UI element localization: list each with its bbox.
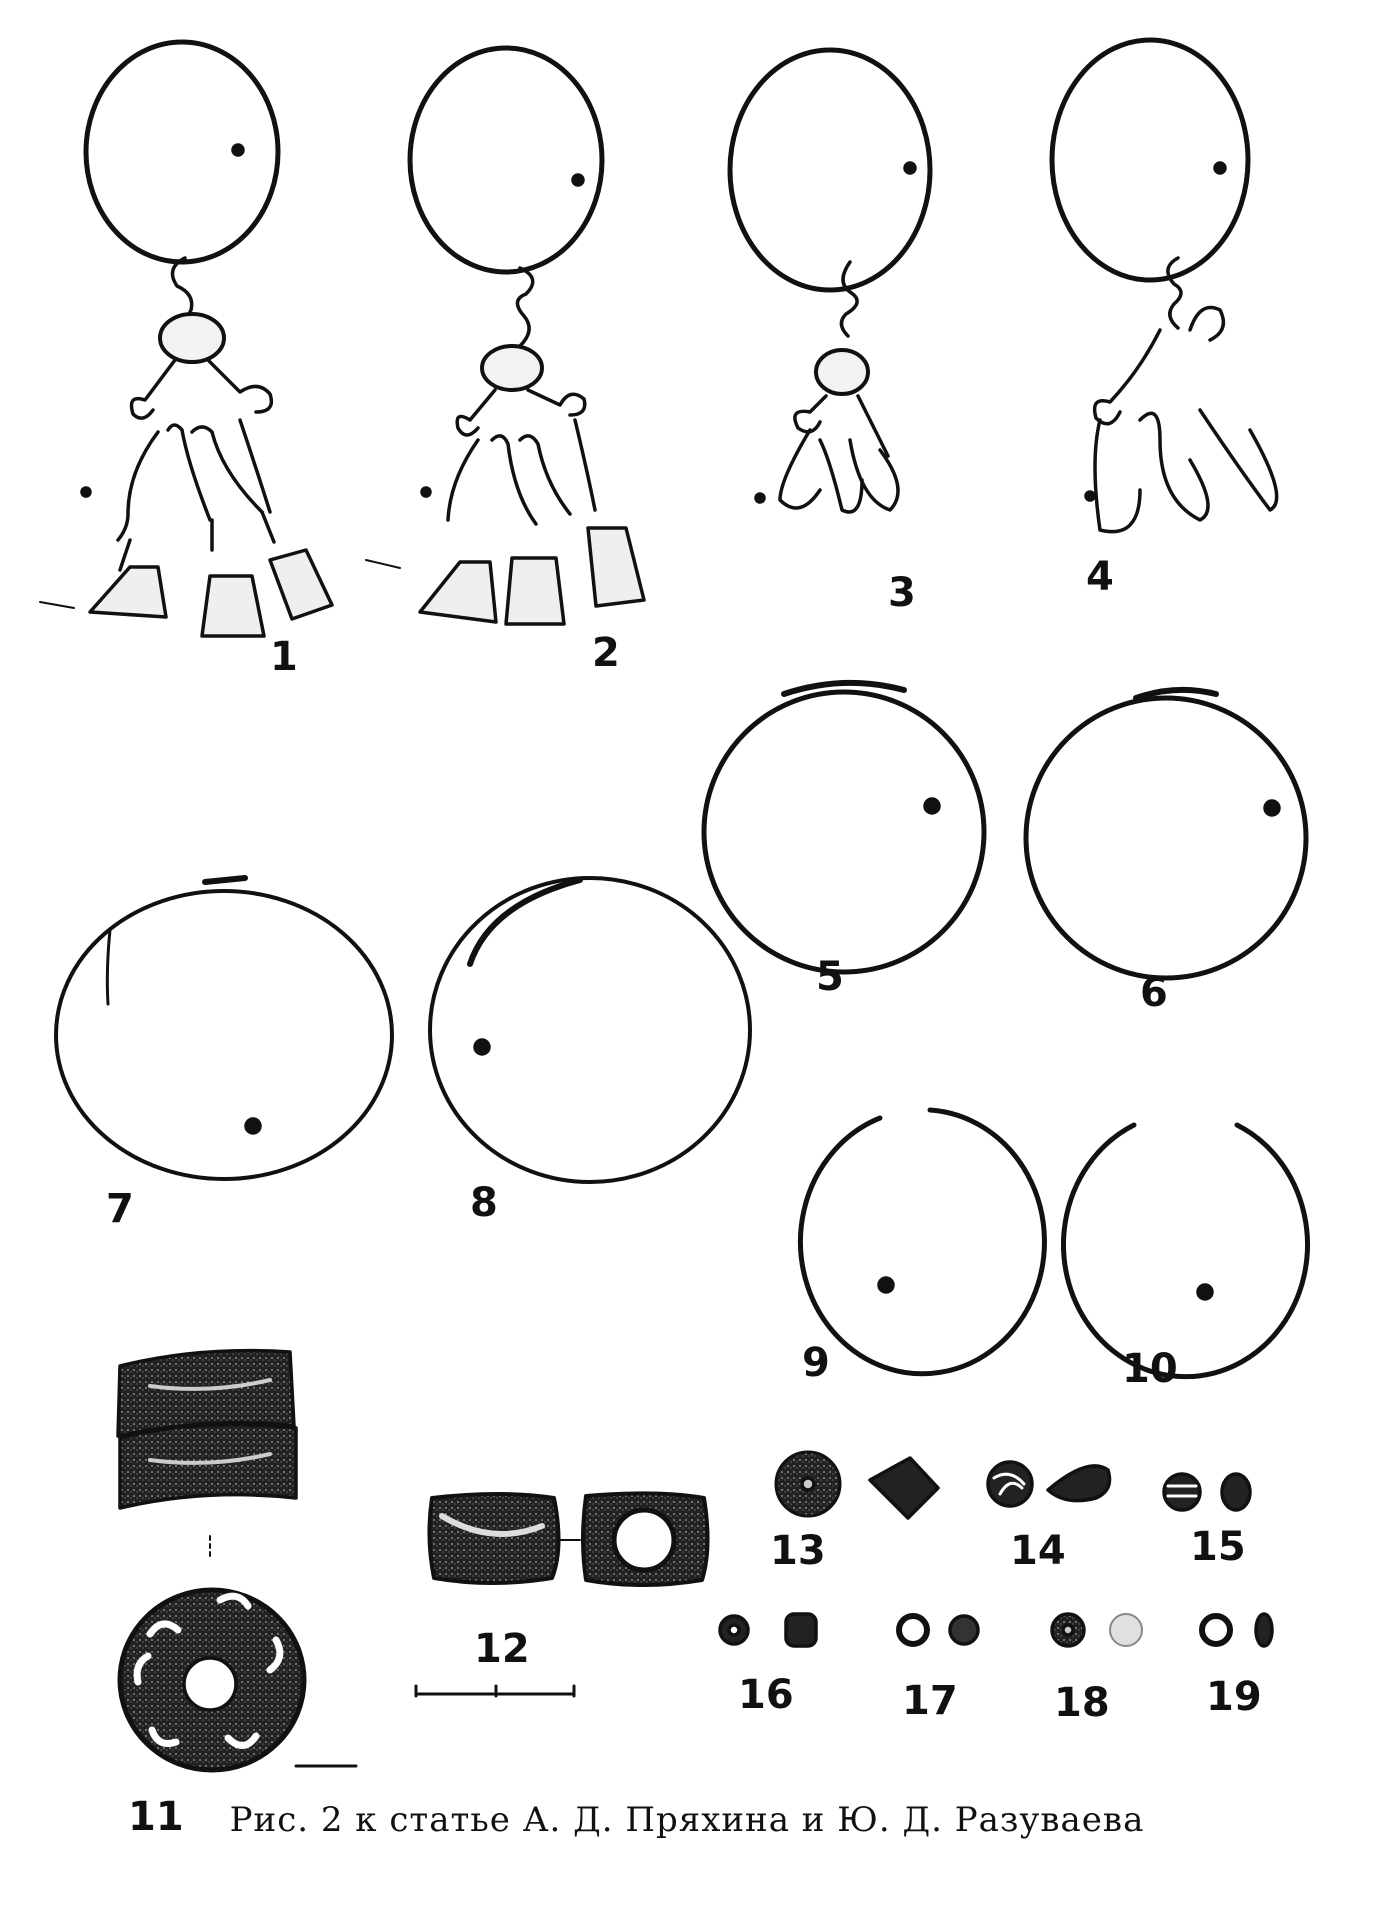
fig-number-13: 13 — [770, 1528, 826, 1574]
fig-number-15: 15 — [1190, 1524, 1246, 1570]
fig-number-18: 18 — [1054, 1680, 1110, 1726]
bead-18 — [1050, 1612, 1143, 1648]
figure-numbers: 1 2 3 4 5 6 7 8 9 10 11 12 13 14 15 16 1… — [106, 554, 1262, 1840]
fig-number-12: 12 — [474, 1626, 530, 1672]
ring-8 — [428, 876, 752, 1184]
fig-number-14: 14 — [1010, 1528, 1066, 1574]
fig-number-3: 3 — [888, 570, 916, 616]
bead-14 — [986, 1460, 1112, 1508]
fig-number-7: 7 — [106, 1186, 134, 1232]
bead-15 — [1162, 1472, 1252, 1512]
fig-number-4: 4 — [1086, 554, 1114, 600]
fig-number-16: 16 — [738, 1672, 794, 1718]
bead-19 — [1199, 1612, 1274, 1648]
fig-number-6: 6 — [1140, 970, 1168, 1016]
ring-10 — [1061, 1122, 1310, 1380]
fig-number-19: 19 — [1206, 1674, 1262, 1720]
bead-12 — [427, 1491, 710, 1587]
fig-number-11: 11 — [128, 1794, 184, 1840]
bead-17 — [896, 1613, 980, 1647]
ring-6 — [1023, 686, 1309, 981]
fig-number-17: 17 — [902, 1678, 958, 1724]
earring-4 — [1049, 37, 1279, 534]
figure-caption: Рис. 2 к статье А. Д. Пряхина и Ю. Д. Ра… — [229, 1800, 1145, 1840]
fig-number-10: 10 — [1122, 1346, 1178, 1392]
fig-number-9: 9 — [802, 1340, 830, 1386]
bead-11 — [116, 1348, 307, 1773]
fig-number-1: 1 — [270, 634, 298, 680]
earring-1 — [39, 39, 334, 638]
ring-7 — [54, 875, 394, 1181]
scale-bar — [294, 1684, 576, 1768]
ring-5 — [701, 679, 987, 975]
fig-number-2: 2 — [592, 630, 620, 676]
bead-16 — [718, 1612, 818, 1648]
ring-9 — [797, 1107, 1047, 1377]
bead-13 — [774, 1450, 940, 1520]
fig-number-8: 8 — [470, 1180, 498, 1226]
earring-3 — [727, 47, 933, 514]
earring-2 — [365, 45, 646, 626]
fig-number-5: 5 — [816, 954, 844, 1000]
